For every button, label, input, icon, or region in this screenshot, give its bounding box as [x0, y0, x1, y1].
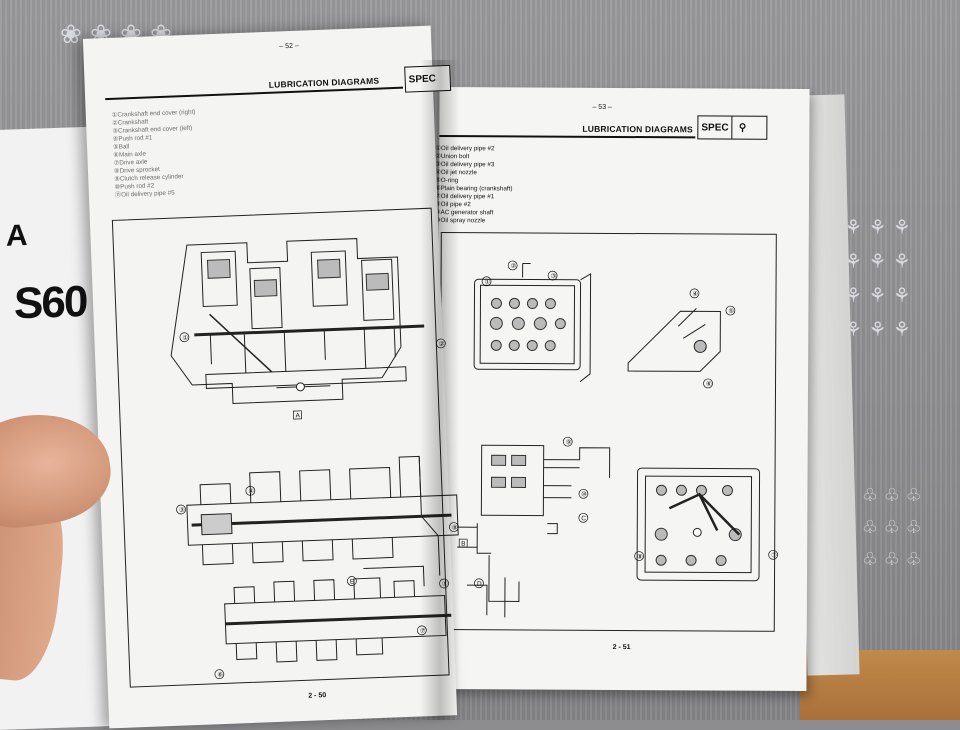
- callout-2: ②: [439, 340, 445, 348]
- engine-diagram-right: ① ② ③ ④ ⑤ ⑥ ⑦ ⑧ ⑨ ⑩ B C D: [457, 260, 778, 618]
- callout-9: ⑨: [566, 438, 572, 446]
- cover-text-model: S60: [14, 276, 87, 329]
- callout-8: ⑧: [637, 553, 643, 561]
- cloth-pattern-leaves: ♧ ♧ ♧ ♧♧ ♧ ♧ ♧♧ ♧ ♧ ♧: [840, 485, 922, 570]
- page-footer: 2 - 51: [612, 643, 631, 652]
- callout-6: ⑥: [706, 380, 712, 388]
- engine-diagram-left: ① ② ③ ④ ⑤ ⑥ ⑦ ⑧ A E: [170, 238, 459, 680]
- callout-e: E: [350, 578, 355, 585]
- callout-3: ③: [179, 506, 185, 514]
- right-page: – 53 – LUBRICATION DIAGRAMS SPEC ⚲ ①Oil …: [435, 87, 810, 691]
- callout-8: ⑧: [452, 523, 458, 531]
- callout-7: ⑦: [771, 551, 777, 559]
- callout-4: ④: [248, 487, 254, 495]
- callout-c: C: [581, 515, 586, 522]
- callout-10: ⑩: [581, 490, 587, 498]
- callout-b: B: [461, 541, 465, 548]
- page-footer: 2 - 50: [308, 692, 327, 700]
- callout-a: A: [295, 412, 300, 419]
- callout-5: ⑤: [442, 580, 448, 588]
- callout-7: ⑦: [420, 627, 426, 635]
- callout-5: ⑤: [728, 307, 734, 315]
- callout-6: ⑥: [217, 671, 223, 679]
- left-page: – 52 – LUBRICATION DIAGRAMS SPEC ①Cranks…: [82, 25, 459, 729]
- callout-2: ②: [511, 262, 517, 270]
- callout-d: D: [477, 581, 482, 588]
- callout-3: ③: [551, 272, 557, 280]
- callout-1: ①: [182, 334, 188, 342]
- callout-4: ④: [692, 290, 698, 298]
- book-gutter-shadow: [420, 60, 460, 720]
- cover-text-a: A: [6, 218, 28, 253]
- callout-1: ①: [485, 278, 491, 286]
